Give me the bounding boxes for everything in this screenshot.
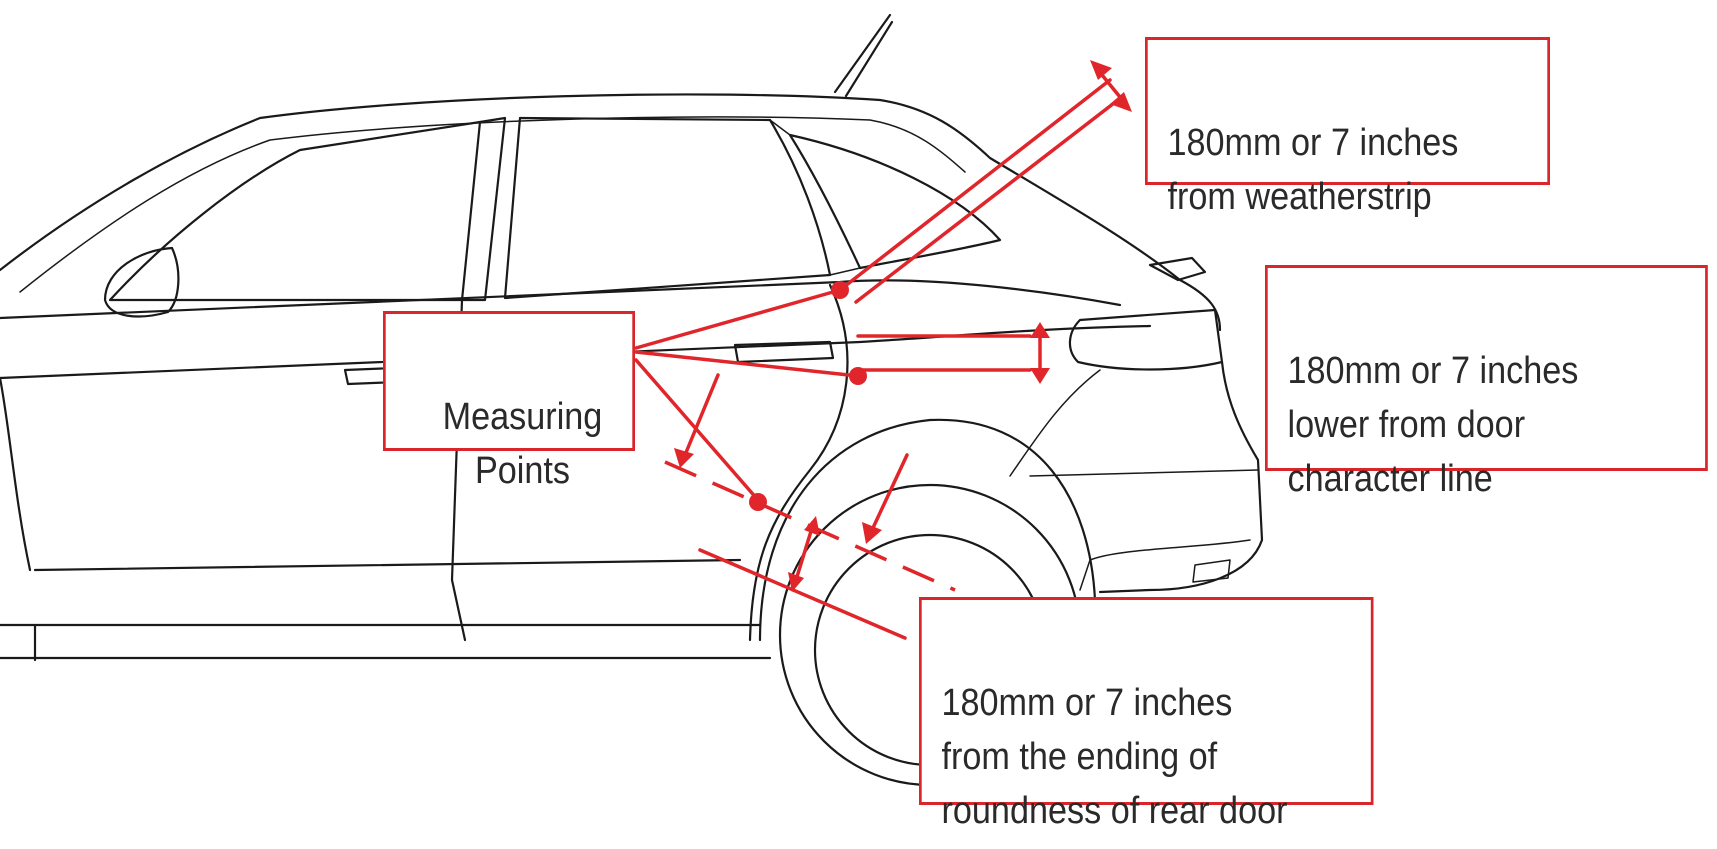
rear-body [1098,360,1264,594]
door-roundness-solid-line [698,548,907,640]
leader-to-character-point [634,350,860,378]
door-roundness-double-arrow [794,526,814,582]
rocker-panel [0,623,772,662]
measuring-point-weatherstrip [831,281,849,299]
rear-spoiler [1148,256,1207,282]
tail-light [1068,308,1224,371]
character-arrowhead-top [1030,322,1050,338]
character-line-callout: 180mm or 7 inches lower from door charac… [1265,265,1708,500]
weatherstrip-label: 180mm or 7 inches from weatherstrip [1167,122,1459,218]
front-window [108,120,482,302]
quarter-panel [1009,369,1101,477]
measuring-points-label: Measuring Points [442,396,603,492]
door-roundness-arrowhead-2 [862,522,882,544]
measurement-annotations [634,60,1132,640]
rear-door-label: 180mm or 7 inches from the ending of rou… [941,682,1288,832]
character-line [0,324,1152,380]
door-roundness-arrowhead-1 [674,448,694,468]
weatherstrip-callout: 180mm or 7 inches from weatherstrip [1145,37,1550,218]
quarter-window [788,133,1002,270]
belt-line [0,279,1122,320]
measuring-point-character-line [849,367,867,385]
side-mirror [103,246,180,318]
antenna [833,13,894,98]
lower-body-line [33,558,742,572]
door-roundness-arrowhead-3 [804,516,820,536]
rear-reflector [1192,559,1231,583]
rear-bumper-line [1029,469,1259,591]
front-body-edge [0,376,32,572]
rear-door-handle [733,340,835,364]
c-pillar [769,119,861,276]
b-pillar [460,116,507,302]
weatherstrip-offset-line-2 [854,98,1120,304]
measuring-point-door-roundness [749,493,767,511]
door-roundness-arrow-2 [870,453,909,532]
roof-line [0,93,1222,332]
weatherstrip-offset-line-1 [838,78,1112,292]
character-arrowhead-bottom [1030,368,1050,384]
measuring-points-callout: Measuring Points [383,311,635,492]
door-roundness-arrow-1 [683,373,720,457]
weatherstrip-arrowhead-top [1090,60,1112,80]
character-line-label: 180mm or 7 inches lower from door charac… [1287,350,1579,500]
weatherstrip-arrowhead-bottom [1110,92,1132,112]
rear-door-callout: 180mm or 7 inches from the ending of rou… [919,597,1374,832]
wheel-arch [758,418,1097,642]
leader-to-weatherstrip-point [634,288,842,350]
rear-window [503,116,832,300]
door-roundness-arrowhead-4 [788,572,804,592]
